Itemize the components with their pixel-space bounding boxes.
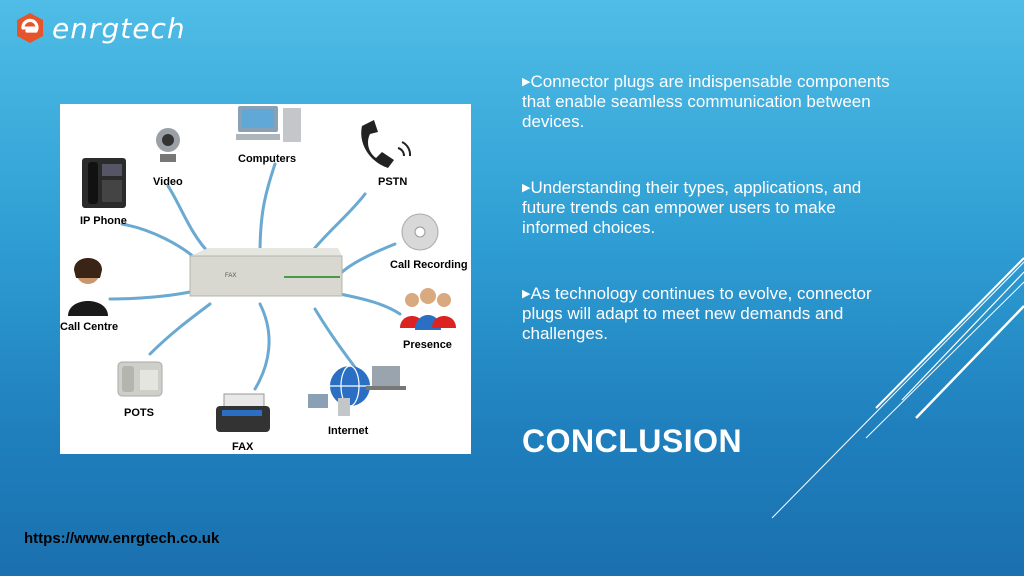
label-video: Video (153, 176, 183, 188)
cd-disc-icon (401, 213, 439, 251)
bullet-item: ▶Understanding their types, applications… (522, 178, 862, 237)
brand-name: enrgtech (52, 11, 186, 45)
central-hub-icon: FAX (189, 248, 343, 297)
call-centre-agent-icon (68, 258, 108, 316)
ip-phone-icon (82, 158, 126, 208)
presence-people-icon (400, 288, 456, 330)
hub-fax-label: FAX (225, 273, 236, 279)
footer-url[interactable]: https://www.enrgtech.co.uk (24, 530, 220, 547)
slide-heading: CONCLUSION (522, 423, 743, 459)
label-internet: Internet (328, 425, 369, 437)
label-computers: Computers (238, 153, 296, 165)
desk-phone-icon (117, 361, 163, 397)
label-call-recording: Call Recording (390, 259, 468, 271)
triangle-bullet-icon: ▶ (522, 76, 531, 88)
e-logo-icon (17, 13, 43, 43)
fax-machine-icon (216, 393, 270, 432)
bullet-item: ▶Connector plugs are indispensable compo… (522, 72, 890, 131)
label-presence: Presence (403, 339, 452, 351)
label-ip-phone: IP Phone (80, 215, 127, 227)
brand-logo: enrgtech (12, 10, 186, 46)
label-call-centre: Call Centre (60, 321, 118, 333)
communication-diagram: FAX Computers Video PSTN (60, 104, 471, 454)
internet-globe-icon (308, 365, 406, 416)
computer-icon (236, 106, 301, 142)
webcam-icon (156, 128, 180, 162)
label-pots: POTS (124, 407, 154, 419)
triangle-bullet-icon: ▶ (522, 182, 531, 194)
bullet-item: ▶As technology continues to evolve, conn… (522, 284, 872, 343)
label-pstn: PSTN (378, 176, 407, 188)
label-fax: FAX (232, 441, 254, 453)
telephone-handset-icon (361, 120, 412, 168)
triangle-bullet-icon: ▶ (522, 288, 531, 300)
